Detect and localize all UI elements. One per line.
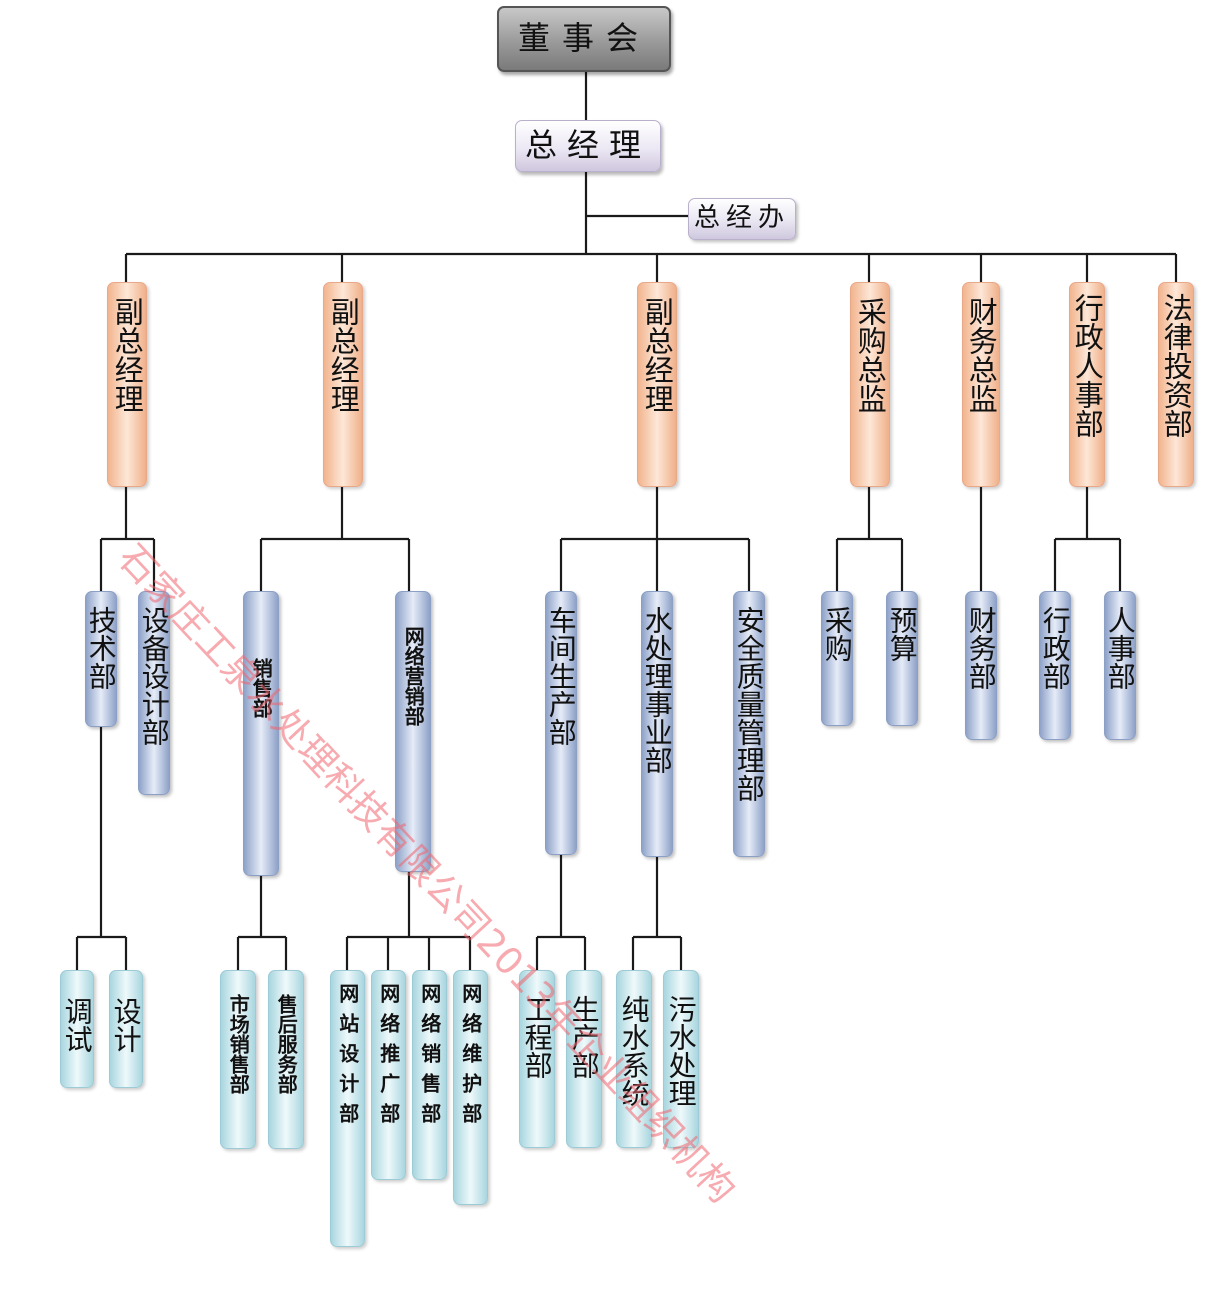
admin-hr-node: 行政人事部 [1069,282,1105,487]
tech-dept-label: 技术部 [84,606,118,690]
finance-director-label: 财务总监 [964,297,999,413]
vice-gm-1-node: 副总经理 [107,282,147,487]
net-sales-label: 网络销售部 [417,983,442,1133]
net-sales-node: 网络销售部 [412,970,447,1180]
vice-gm-1-label: 副总经理 [110,297,145,413]
general-manager-node: 总经理 [515,120,661,172]
gm-office-node: 总经办 [688,198,796,240]
finance-dept-label: 财务部 [964,606,998,690]
safety-quality-label: 安全质量管理部 [732,606,766,802]
water-treatment-label: 水处理事业部 [640,606,674,774]
legal-investment-label: 法律投资部 [1159,293,1194,438]
admin-dept-label: 行政部 [1038,606,1072,690]
engineering-label: 工程部 [520,995,554,1079]
after-sales-node: 售后服务部 [268,970,304,1149]
engineering-node: 工程部 [519,970,555,1148]
equipment-design-node: 设备设计部 [137,591,171,795]
market-sales-node: 市场销售部 [220,970,256,1149]
admin-dept-node: 行政部 [1038,591,1072,740]
net-maintenance-label: 网络维护部 [458,983,483,1133]
purchasing-label: 采购 [820,606,854,662]
vice-gm-2-label: 副总经理 [326,297,361,413]
sales-dept-node: 销售部 [243,591,279,876]
design-node: 设计 [109,970,143,1088]
general-manager-label: 总经理 [524,126,651,165]
budget-label: 预算 [885,606,919,662]
net-marketing-label: 网络营销部 [401,626,426,726]
water-treatment-node: 水处理事业部 [640,591,674,857]
finance-director-node: 财务总监 [962,282,1000,487]
production-label: 生产部 [567,995,601,1079]
sewage-treatment-node: 污水处理 [663,970,699,1148]
net-promotion-label: 网络推广部 [376,983,401,1133]
sewage-treatment-label: 污水处理 [664,995,698,1107]
safety-quality-node: 安全质量管理部 [732,591,766,857]
admin-hr-label: 行政人事部 [1070,293,1105,438]
net-promotion-node: 网络推广部 [371,970,406,1180]
legal-investment-node: 法律投资部 [1158,282,1194,487]
commissioning-node: 调试 [60,970,94,1088]
board-node: 董事会 [497,6,671,72]
net-maintenance-node: 网络维护部 [453,970,488,1205]
hr-dept-label: 人事部 [1103,606,1137,690]
gm-office-label: 总经办 [693,203,790,234]
purchase-director-label: 采购总监 [853,297,888,413]
design-label: 设计 [109,997,143,1053]
website-design-node: 网站设计部 [330,970,365,1247]
market-sales-label: 市场销售部 [226,994,251,1094]
purchase-director-node: 采购总监 [850,282,890,487]
vice-gm-3-label: 副总经理 [640,297,675,413]
budget-node: 预算 [885,591,919,726]
after-sales-label: 售后服务部 [274,994,299,1094]
commissioning-label: 调试 [60,997,94,1053]
vice-gm-3-node: 副总经理 [637,282,677,487]
equipment-design-label: 设备设计部 [137,606,171,746]
workshop-production-label: 车间生产部 [544,606,578,746]
board-label: 董事会 [517,19,650,58]
pure-water-node: 纯水系统 [616,970,652,1148]
hr-dept-node: 人事部 [1103,591,1137,740]
vice-gm-2-node: 副总经理 [323,282,363,487]
workshop-production-node: 车间生产部 [544,591,578,855]
net-marketing-node: 网络营销部 [395,591,431,872]
production-node: 生产部 [566,970,602,1148]
sales-dept-label: 销售部 [249,658,274,718]
finance-dept-node: 财务部 [964,591,998,740]
pure-water-label: 纯水系统 [617,995,651,1107]
tech-dept-node: 技术部 [84,591,118,727]
website-design-label: 网站设计部 [335,983,360,1133]
purchasing-node: 采购 [820,591,854,726]
